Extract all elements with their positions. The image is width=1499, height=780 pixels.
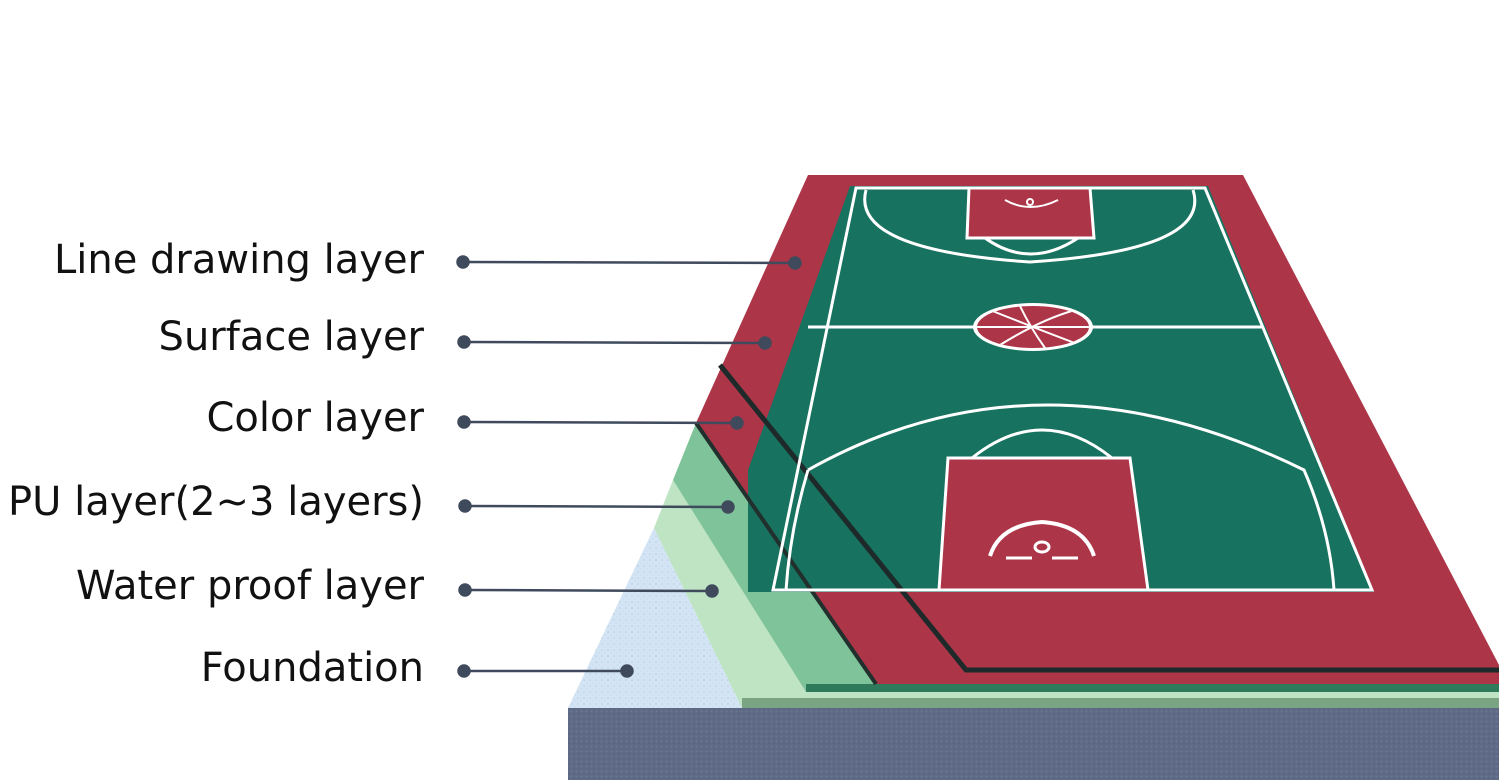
label-pu-layer: PU layer(2~3 layers)	[8, 479, 424, 525]
label-line-drawing-layer: Line drawing layer	[53, 237, 424, 283]
foundation-wedge	[568, 528, 742, 708]
top-key	[965, 186, 1096, 240]
label-surface-layer: Surface layer	[158, 314, 424, 360]
water-proof-layer-slab	[654, 480, 1499, 708]
label-water-proof-layer: Water proof layer	[75, 563, 424, 609]
leader-pu	[458, 499, 735, 514]
leader-line-drawing	[456, 255, 802, 270]
leader-lines	[456, 255, 802, 678]
leader-color	[457, 415, 744, 430]
surface-layer-green	[748, 186, 1374, 592]
label-color-layer: Color layer	[206, 395, 425, 441]
pu-layer-edge	[806, 684, 1499, 692]
leader-surface	[457, 335, 772, 350]
color-layer-edge-line	[694, 421, 878, 686]
leader-water-proof	[458, 583, 719, 598]
surface-layer-edge-line	[718, 363, 1499, 673]
label-foundation: Foundation	[200, 645, 424, 691]
base-block	[568, 708, 1499, 780]
leader-foundation	[457, 664, 634, 678]
water-proof-layer-bottom-edge	[742, 698, 1499, 708]
